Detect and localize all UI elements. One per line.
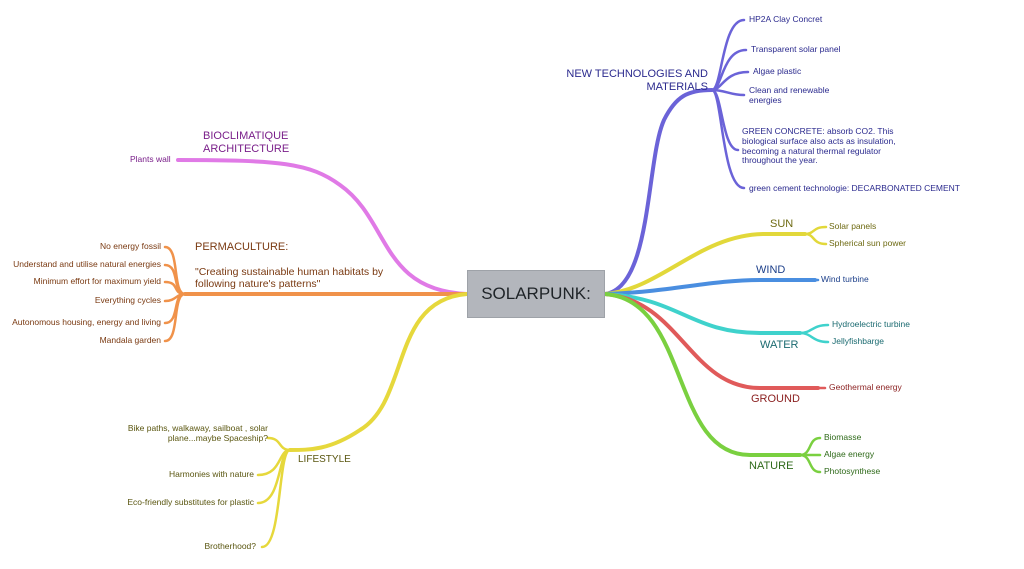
branch-wind-label[interactable]: WIND — [756, 264, 786, 276]
tech-item[interactable]: green cement technologie: DECARBONATED C… — [749, 183, 961, 193]
tech-item[interactable]: HP2A Clay Concret — [749, 14, 823, 24]
central-topic[interactable]: SOLARPUNK: — [467, 270, 605, 318]
branch-permaculture-label[interactable]: PERMACULTURE: — [195, 241, 289, 253]
branch-ground-label[interactable]: GROUND — [751, 393, 800, 405]
connector-tech — [603, 88, 714, 296]
tech-item[interactable]: Transparent solar panel — [751, 44, 841, 54]
lifestyle-item[interactable]: Brotherhood? — [204, 541, 256, 551]
tech-item[interactable]: GREEN CONCRETE: absorb CO2. This biologi… — [742, 126, 896, 166]
nature-item[interactable]: Biomasse — [824, 432, 862, 442]
lifestyle-item[interactable]: Harmonies with nature — [168, 469, 254, 479]
permaculture-quote: "Creating sustainable human habitats by … — [195, 266, 384, 291]
lifestyle-item[interactable]: Bike paths, walkaway, sailboat , solar p… — [127, 423, 268, 443]
permaculture-item[interactable]: Minimum effort for maximum yield — [33, 276, 161, 286]
permaculture-item[interactable]: Mandala garden — [99, 335, 161, 345]
connector-water — [603, 292, 802, 335]
sun-item[interactable]: Solar panels — [829, 221, 877, 231]
lifestyle-item[interactable]: Eco-friendly substitutes for plastic — [127, 497, 254, 507]
connector-nature — [603, 292, 802, 457]
branch-lifestyle-label[interactable]: LIFESTYLE — [298, 454, 351, 465]
branch-nature-label[interactable]: NATURE — [749, 460, 794, 472]
branch-tech-label[interactable]: NEW TECHNOLOGIES AND MATERIALS — [566, 68, 708, 93]
permaculture-item[interactable]: No energy fossil — [100, 241, 161, 251]
branch-sun-label[interactable]: SUN — [770, 218, 794, 230]
nature-item[interactable]: Algae energy — [824, 449, 875, 459]
bioclimatique-item[interactable]: Plants wall — [130, 154, 171, 164]
tech-item[interactable]: Clean and renewable energies — [749, 85, 830, 105]
branch-water-label[interactable]: WATER — [760, 339, 799, 351]
water-item[interactable]: Hydroelectric turbine — [832, 319, 910, 329]
permaculture-item[interactable]: Autonomous housing, energy and living — [12, 317, 161, 327]
sun-item[interactable]: Spherical sun power — [829, 238, 907, 248]
connector-wind — [603, 278, 817, 296]
connector-bioclimatique — [176, 158, 469, 296]
connector-lifestyle — [288, 292, 469, 452]
water-item[interactable]: Jellyfishbarge — [832, 336, 884, 346]
ground-item[interactable]: Geothermal energy — [829, 382, 902, 392]
wind-item[interactable]: Wind turbine — [821, 274, 869, 284]
connector-sun — [603, 232, 807, 296]
permaculture-item[interactable]: Understand and utilise natural energies — [13, 259, 161, 269]
tech-item[interactable]: Algae plastic — [753, 66, 802, 76]
branch-bioclimatique-label[interactable]: BIOCLIMATIQUE ARCHITECTURE — [203, 130, 290, 155]
nature-item[interactable]: Photosynthese — [824, 466, 881, 476]
permaculture-item[interactable]: Everything cycles — [94, 295, 161, 305]
